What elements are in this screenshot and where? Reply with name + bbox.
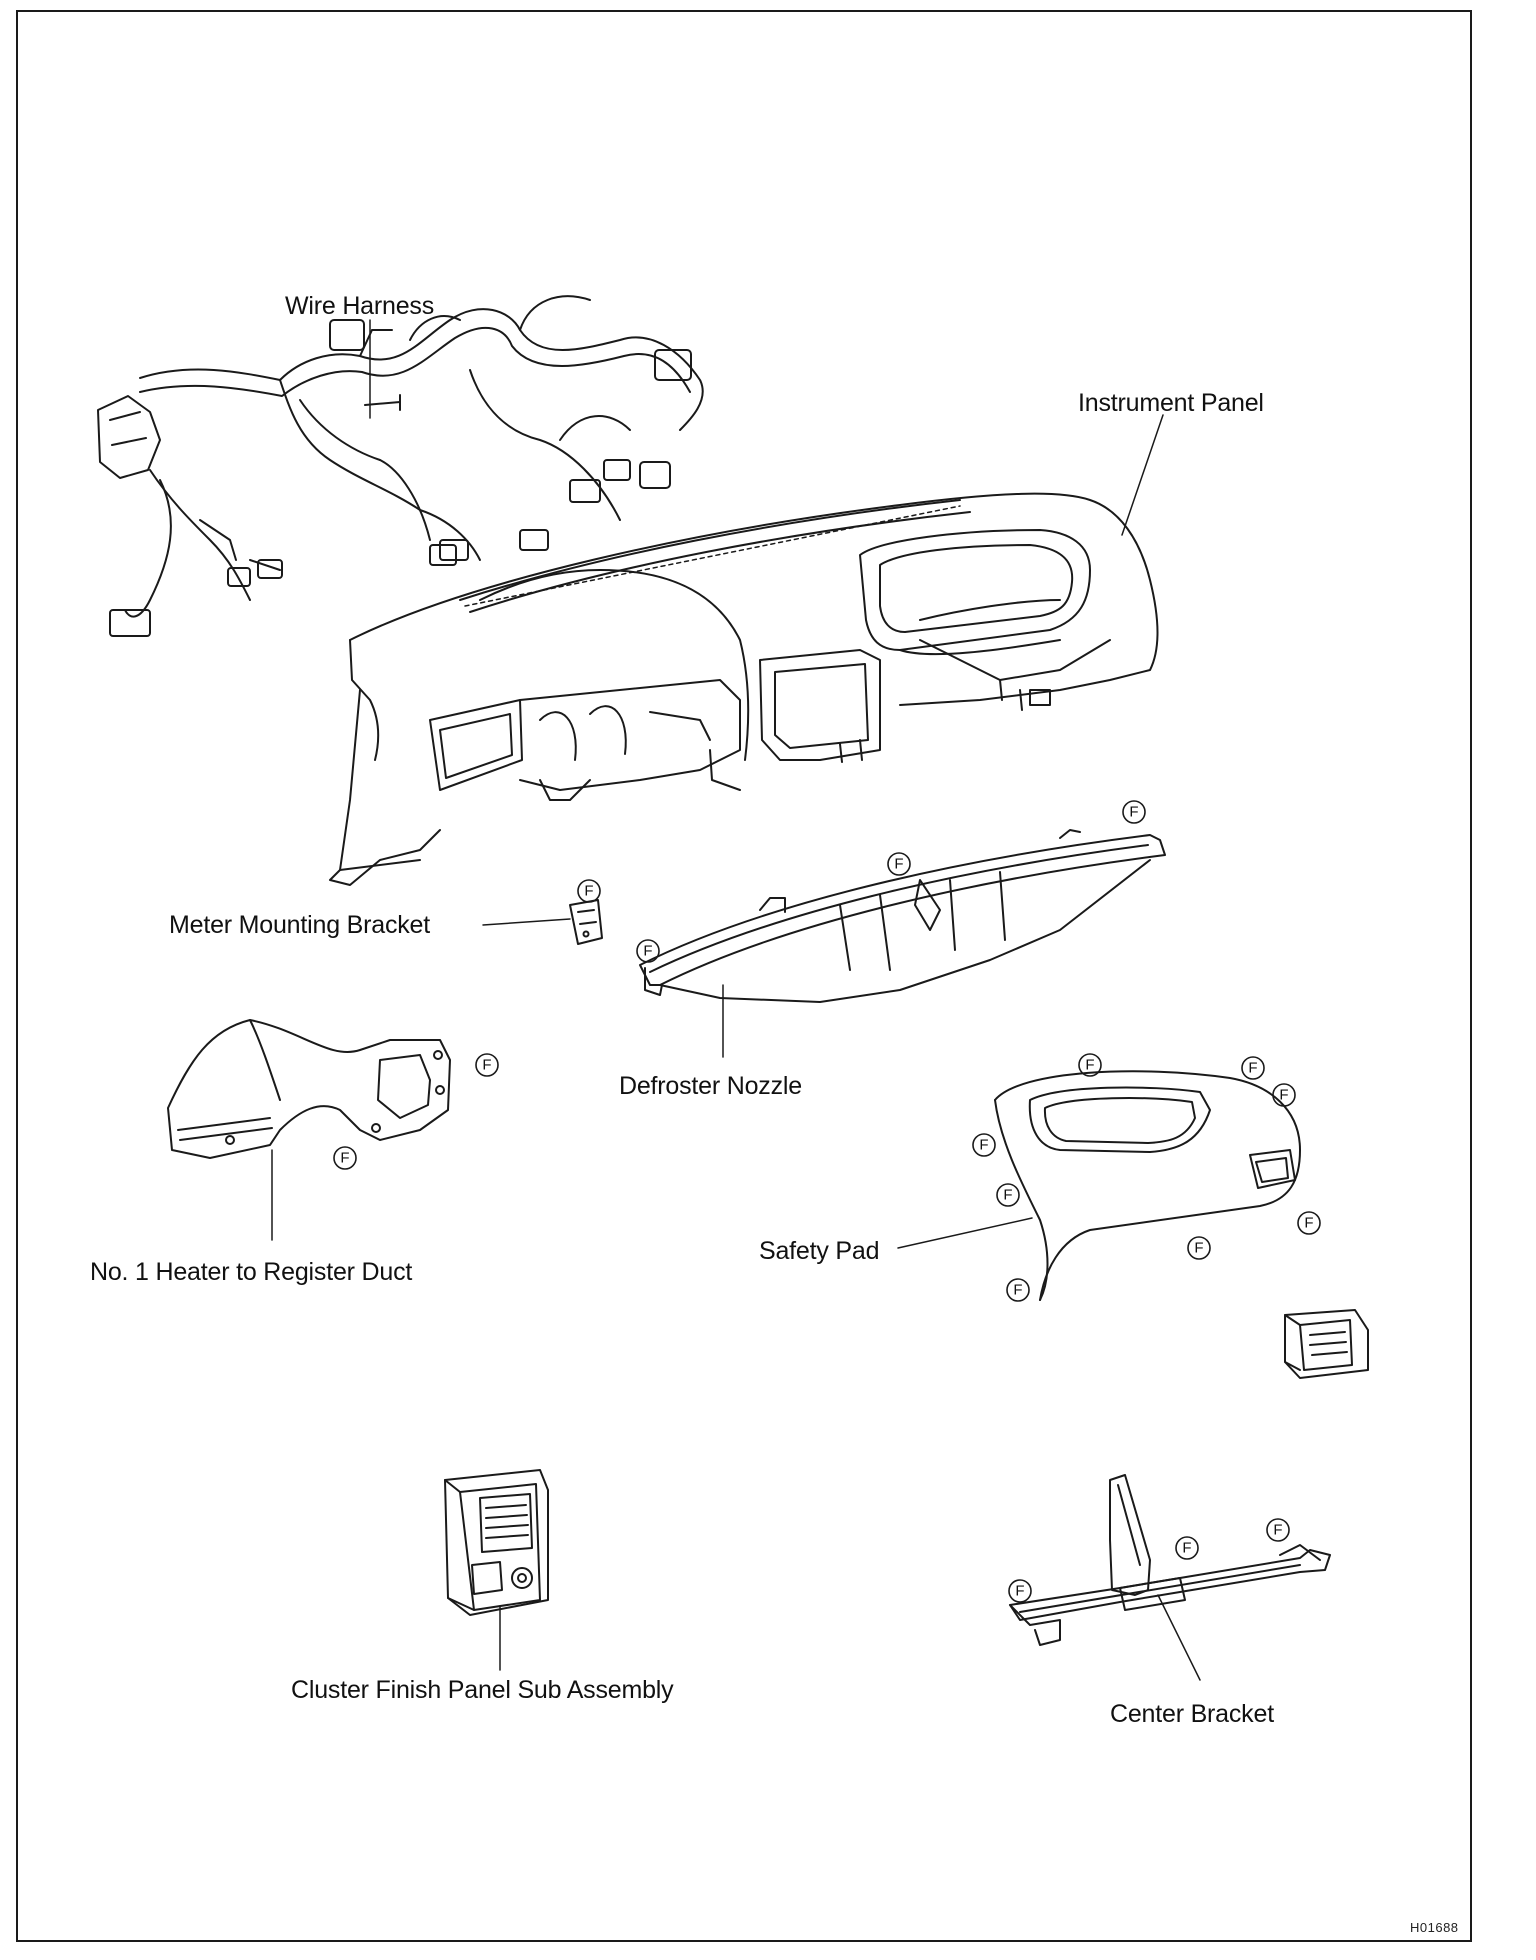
svg-text:F: F xyxy=(1248,1060,1257,1077)
center-bracket-label: Center Bracket xyxy=(1110,1700,1274,1728)
svg-text:F: F xyxy=(482,1057,491,1074)
fastener-icon: F xyxy=(996,1183,1020,1207)
svg-text:F: F xyxy=(1279,1087,1288,1104)
figure-code: H01688 xyxy=(1410,1920,1459,1935)
defroster-nozzle xyxy=(639,829,1166,1003)
fastener-icon: F xyxy=(1266,1518,1290,1542)
svg-text:F: F xyxy=(1129,804,1138,821)
wire-harness xyxy=(97,295,704,637)
meter-mounting-bracket xyxy=(569,899,603,945)
fastener-icon: F xyxy=(1187,1236,1211,1260)
instrument-panel-label: Instrument Panel xyxy=(1078,389,1264,417)
svg-text:F: F xyxy=(894,856,903,873)
center-bracket xyxy=(1009,1474,1331,1646)
svg-text:F: F xyxy=(340,1150,349,1167)
svg-text:F: F xyxy=(1085,1057,1094,1074)
meter-mounting-bracket-label: Meter Mounting Bracket xyxy=(169,911,430,939)
wire-harness-label: Wire Harness xyxy=(285,292,435,320)
fastener-icon: F xyxy=(577,879,601,903)
diagram-frame xyxy=(16,10,1472,1942)
fastener-icon: F xyxy=(1241,1056,1265,1080)
svg-text:F: F xyxy=(1194,1240,1203,1257)
fastener-icon: F xyxy=(1175,1536,1199,1560)
fastener-icon: F xyxy=(475,1053,499,1077)
fastener-icon: F xyxy=(636,939,660,963)
side-register xyxy=(1284,1309,1369,1379)
svg-text:F: F xyxy=(979,1137,988,1154)
svg-text:F: F xyxy=(1304,1215,1313,1232)
fastener-icon: F xyxy=(1008,1579,1032,1603)
heater-to-register-duct xyxy=(167,1019,451,1159)
fastener-icon: F xyxy=(1078,1053,1102,1077)
fastener-icon: F xyxy=(1122,800,1146,824)
cluster-finish-panel-label: Cluster Finish Panel Sub Assembly xyxy=(291,1676,674,1704)
leader-lines xyxy=(271,319,1201,1681)
svg-text:F: F xyxy=(643,943,652,960)
fastener-marks: F F F F F F F F F F F F F F F F F xyxy=(333,800,1321,1603)
instrument-panel xyxy=(329,492,1159,886)
svg-text:F: F xyxy=(1273,1522,1282,1539)
fastener-icon: F xyxy=(333,1146,357,1170)
fastener-icon: F xyxy=(1006,1278,1030,1302)
fastener-icon: F xyxy=(1297,1211,1321,1235)
fastener-icon: F xyxy=(887,852,911,876)
cluster-finish-panel xyxy=(444,1469,549,1616)
safety-pad-label: Safety Pad xyxy=(759,1237,880,1265)
fastener-icon: F xyxy=(1272,1083,1296,1107)
svg-text:F: F xyxy=(1003,1187,1012,1204)
fastener-icon: F xyxy=(972,1133,996,1157)
svg-text:F: F xyxy=(1013,1282,1022,1299)
svg-text:F: F xyxy=(1015,1583,1024,1600)
defroster-nozzle-label: Defroster Nozzle xyxy=(619,1072,802,1100)
svg-text:F: F xyxy=(1182,1540,1191,1557)
safety-pad xyxy=(994,1070,1301,1301)
heater-duct-label: No. 1 Heater to Register Duct xyxy=(90,1258,413,1286)
svg-text:F: F xyxy=(584,883,593,900)
